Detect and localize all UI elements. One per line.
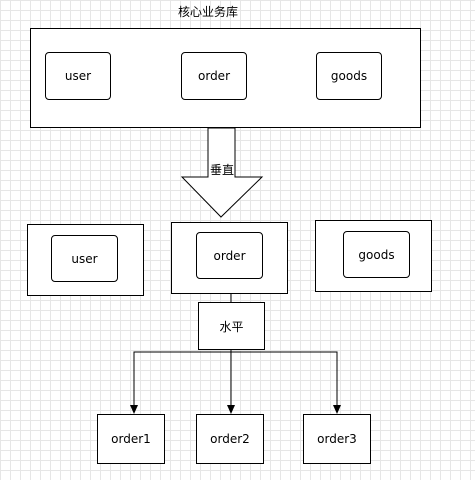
split-db-goods-table: goods xyxy=(343,231,410,278)
vertical-split-label: 垂直 xyxy=(210,163,235,177)
shard-order3: order3 xyxy=(303,414,371,464)
split-db-user-table: user xyxy=(51,235,118,282)
shard-order1: order1 xyxy=(97,414,165,464)
shard-order2: order2 xyxy=(196,414,264,464)
branch-line-1 xyxy=(133,350,232,405)
split-db-order-table: order xyxy=(196,232,263,279)
core-db-item-order: order xyxy=(181,52,247,100)
core-db-item-user: user xyxy=(45,52,111,100)
arrowhead-3 xyxy=(333,405,341,414)
horizontal-split-box: 水平 xyxy=(198,302,265,350)
core-db-title: 核心业务库 xyxy=(178,5,239,19)
branch-line-3 xyxy=(230,350,338,405)
arrowhead-2 xyxy=(227,405,235,414)
vertical-split-arrow xyxy=(180,127,264,218)
arrowhead-1 xyxy=(130,405,138,414)
core-db-item-goods: goods xyxy=(316,52,382,100)
